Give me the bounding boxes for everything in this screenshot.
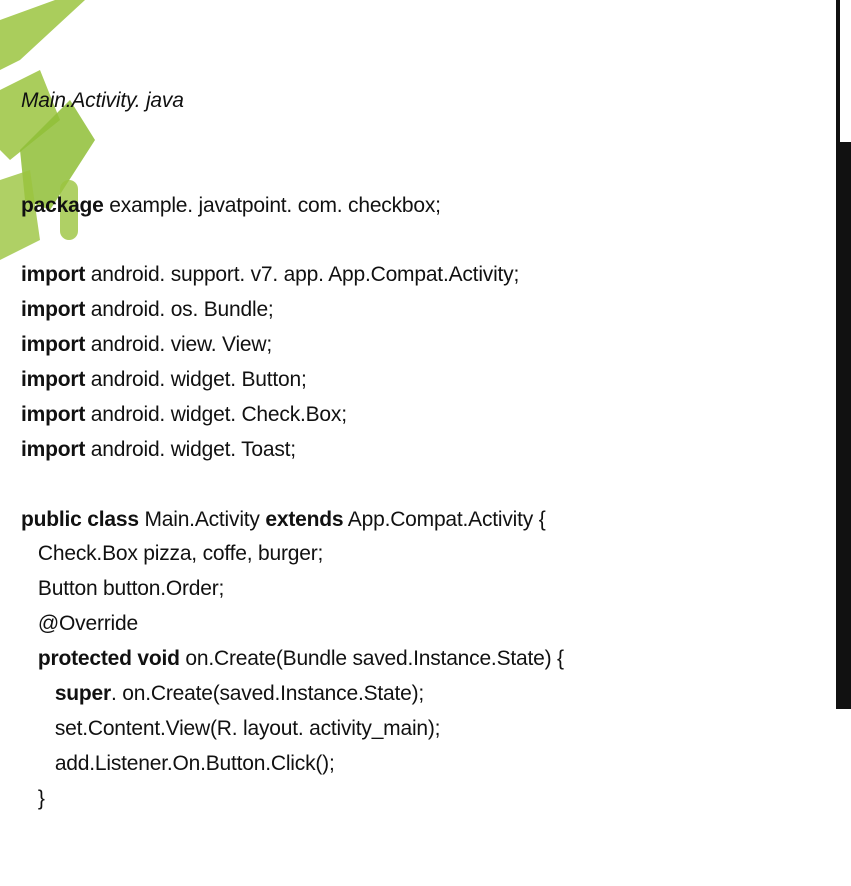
code-keyword: extends bbox=[265, 507, 344, 531]
code-text bbox=[21, 752, 55, 775]
code-keyword: protected void bbox=[37, 647, 180, 671]
code-line: import android. widget. Check.Box; bbox=[21, 398, 564, 433]
code-block: Main.Activity. java package example. jav… bbox=[21, 14, 564, 886]
right-dark-bar bbox=[836, 142, 851, 709]
code-text: add.Listener.On.Button.Click(); bbox=[54, 751, 335, 775]
code-line: import android. os. Bundle; bbox=[21, 293, 564, 328]
code-text: android. widget. Check.Box; bbox=[85, 402, 347, 426]
code-text bbox=[21, 542, 38, 565]
code-text: android. support. v7. app. App.Compat.Ac… bbox=[85, 263, 520, 287]
file-title: Main.Activity. java bbox=[21, 88, 184, 112]
code-line: public class Main.Activity extends App.C… bbox=[21, 503, 564, 538]
code-text: App.Compat.Activity { bbox=[343, 507, 546, 531]
code-line bbox=[21, 223, 564, 258]
slide: Main.Activity. java package example. jav… bbox=[0, 0, 851, 810]
code-text: Check.Box pizza, coffe, burger; bbox=[37, 542, 324, 566]
code-line: protected void on.Create(Bundle saved.In… bbox=[21, 642, 564, 677]
code-line: import android. widget. Button; bbox=[21, 363, 564, 398]
code-line: @Override bbox=[21, 607, 564, 642]
code-text: . on.Create(saved.Instance.State); bbox=[111, 681, 425, 705]
code-line: Check.Box pizza, coffe, burger; bbox=[21, 537, 564, 572]
code-keyword: import bbox=[21, 298, 86, 322]
code-line: import android. view. View; bbox=[21, 328, 564, 363]
code-keyword: package bbox=[21, 193, 104, 217]
code-text: on.Create(Bundle saved.Instance.State) { bbox=[179, 647, 564, 671]
code-line: set.Content.View(R. layout. activity_mai… bbox=[21, 712, 564, 747]
code-keyword: public class bbox=[21, 507, 139, 531]
code-text: android. widget. Toast; bbox=[85, 437, 296, 461]
code-text: Main.Activity bbox=[138, 507, 266, 531]
code-keyword: super bbox=[54, 681, 111, 705]
code-text: android. view. View; bbox=[85, 333, 272, 357]
code-line: package example. javatpoint. com. checkb… bbox=[21, 189, 564, 224]
android-logo-decoration bbox=[0, 0, 95, 260]
code-line bbox=[21, 468, 564, 503]
right-edge-line bbox=[836, 0, 840, 142]
code-line: Button button.Order; bbox=[21, 572, 564, 607]
code-text: android. os. Bundle; bbox=[85, 298, 274, 322]
code-line: } bbox=[21, 782, 564, 817]
code-text: } bbox=[37, 786, 45, 810]
code-text: example. javatpoint. com. checkbox; bbox=[103, 193, 441, 217]
code-text: android. widget. Button; bbox=[85, 367, 307, 391]
code-text bbox=[21, 612, 38, 635]
code-text bbox=[21, 717, 55, 740]
code-keyword: import bbox=[21, 437, 86, 461]
code-keyword: import bbox=[21, 263, 86, 287]
code-line: super. on.Create(saved.Instance.State); bbox=[21, 677, 564, 712]
code-text: @Override bbox=[37, 612, 138, 636]
code-text bbox=[21, 647, 38, 670]
code-keyword: import bbox=[21, 402, 86, 426]
code-text bbox=[21, 577, 38, 600]
code-text: Button button.Order; bbox=[37, 577, 225, 601]
code-line: import android. widget. Toast; bbox=[21, 433, 564, 468]
code-text bbox=[21, 682, 55, 705]
code-line: add.Listener.On.Button.Click(); bbox=[21, 747, 564, 782]
code-keyword: import bbox=[21, 367, 86, 391]
code-line: import android. support. v7. app. App.Co… bbox=[21, 258, 564, 293]
code-keyword: import bbox=[21, 333, 86, 357]
code-text: set.Content.View(R. layout. activity_mai… bbox=[54, 716, 441, 740]
code-text bbox=[21, 787, 38, 810]
